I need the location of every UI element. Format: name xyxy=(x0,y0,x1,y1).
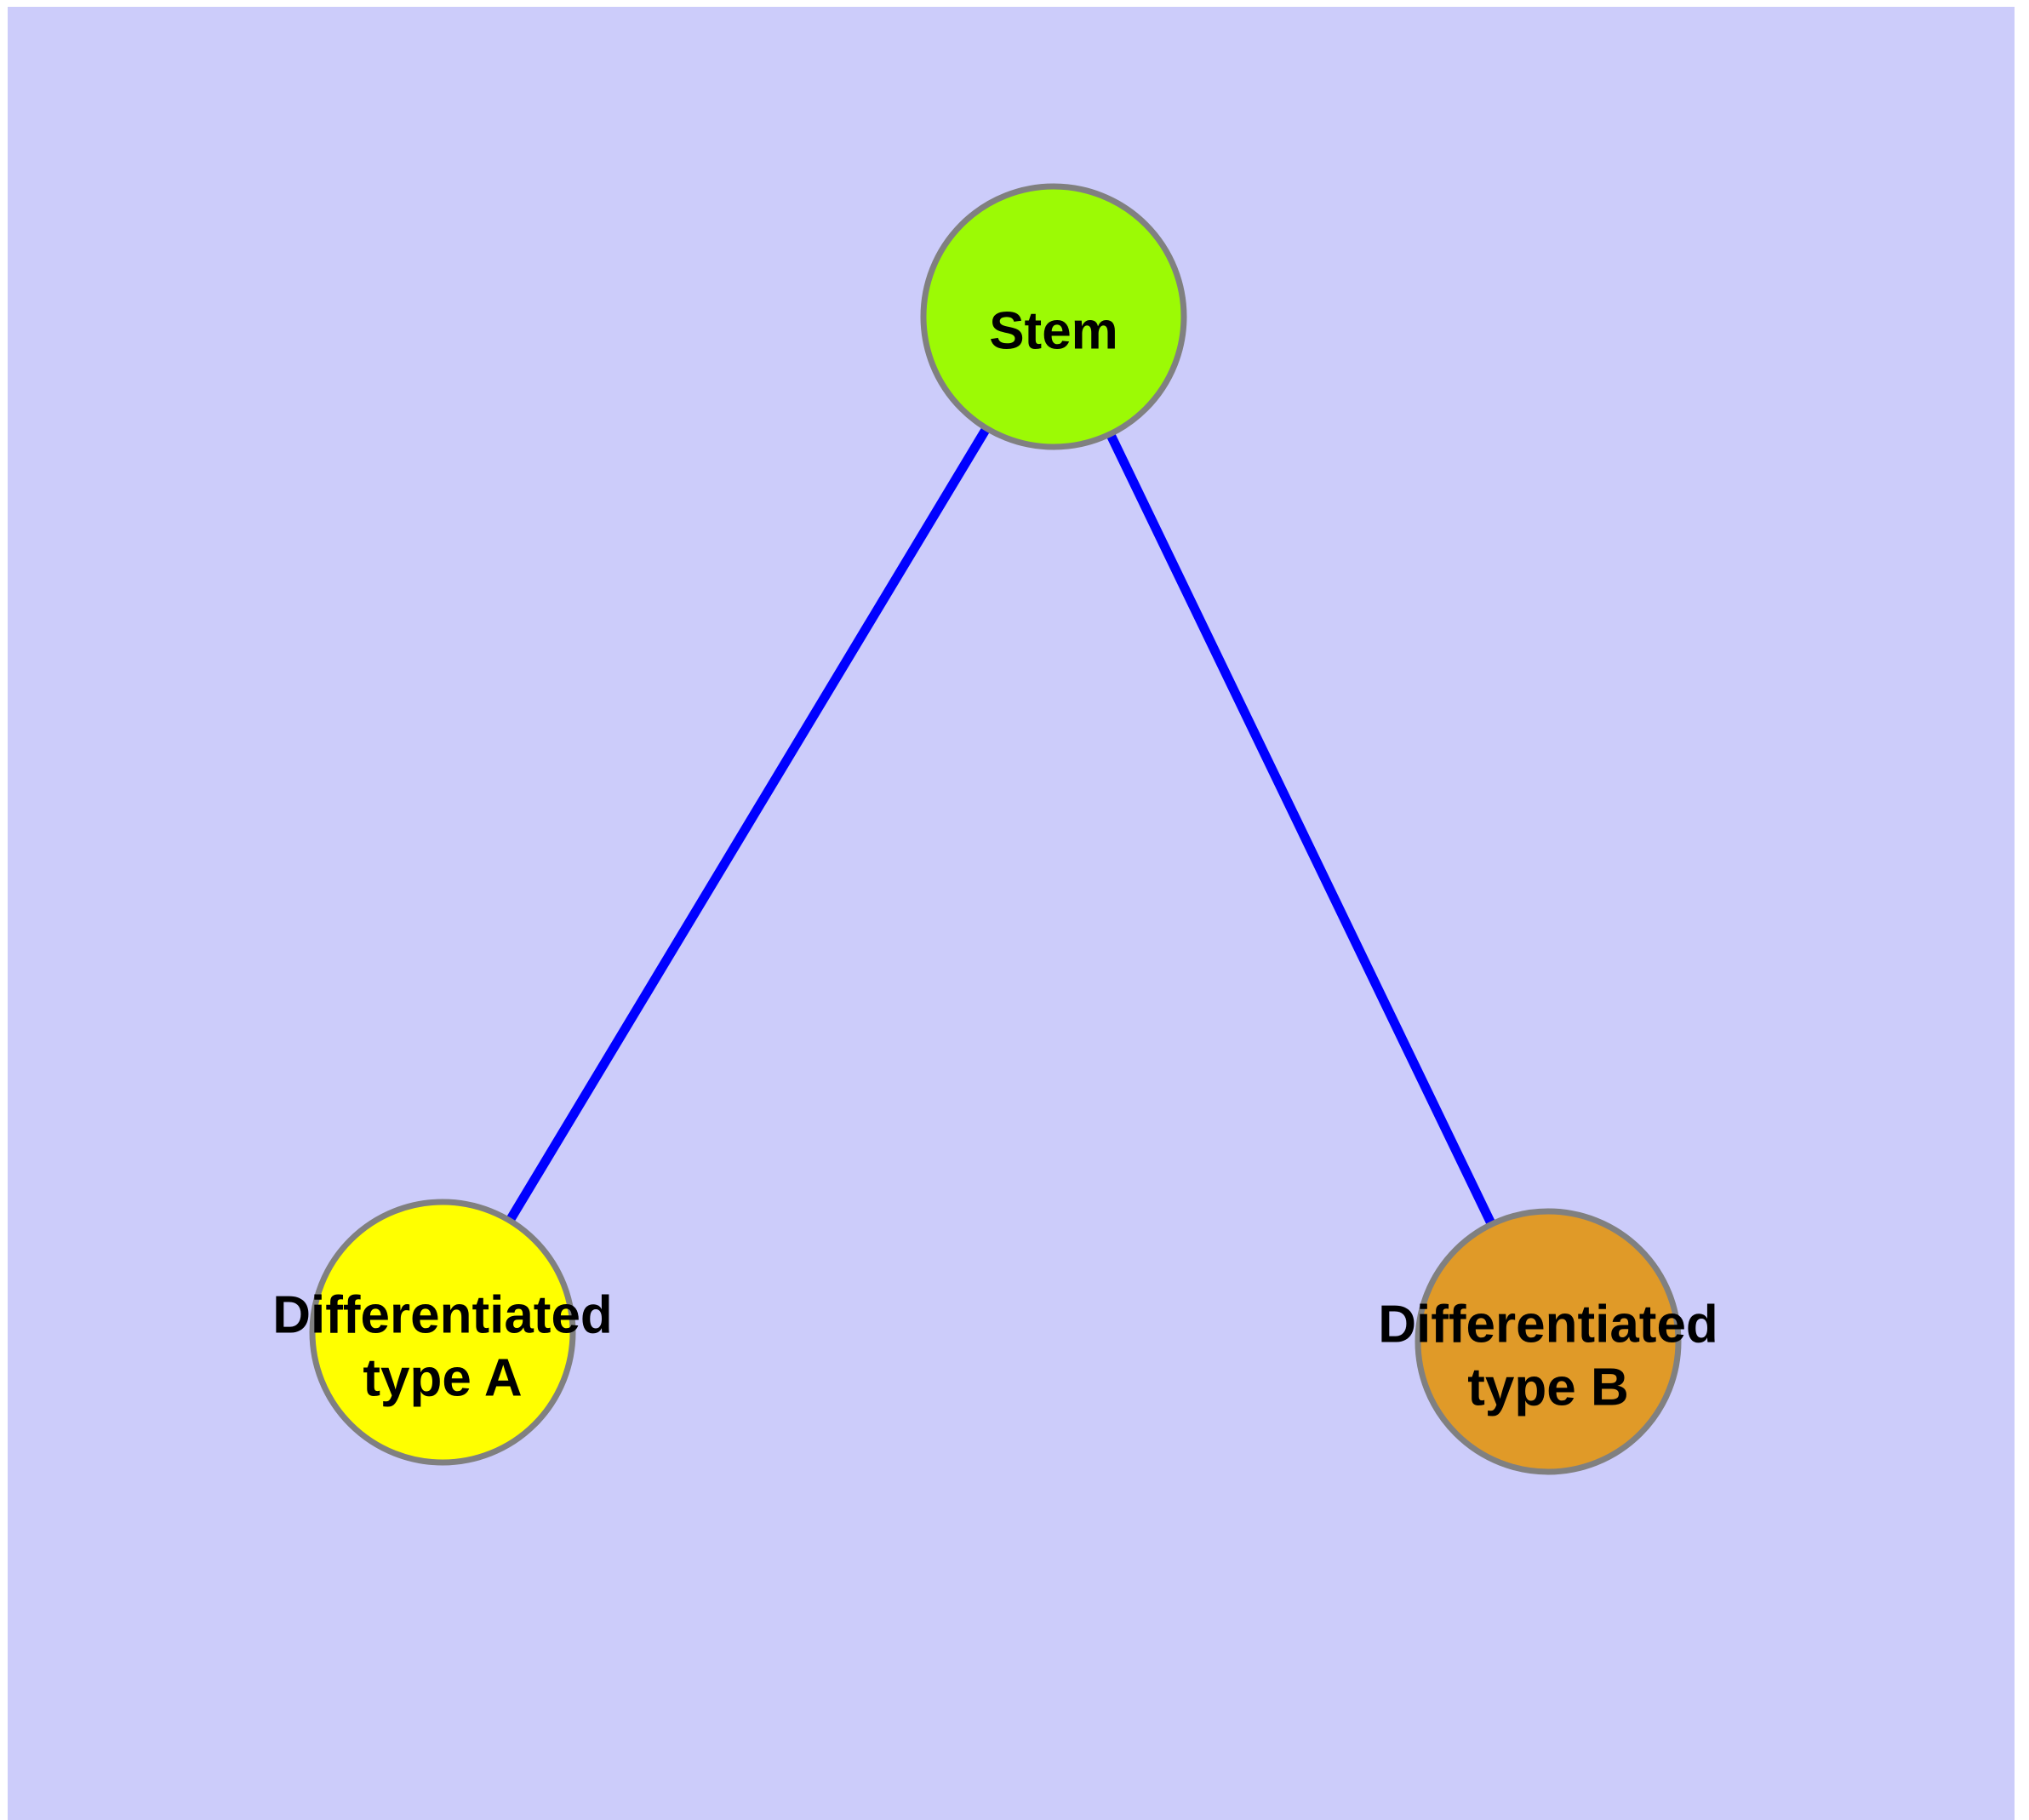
graph-edge xyxy=(1049,314,1552,1344)
graph-node-stem[interactable] xyxy=(920,183,1187,450)
graph-node-label-stem: Stem xyxy=(989,302,1118,361)
label-line: Differentiated xyxy=(1378,1296,1718,1354)
nodes-layer xyxy=(309,183,1682,1475)
label-line: type B xyxy=(1467,1359,1628,1417)
graph-node-diff_a[interactable] xyxy=(309,1199,576,1466)
label-line: Differentiated xyxy=(272,1286,613,1345)
edges-layer xyxy=(438,314,1552,1344)
graph-node-diff_b[interactable] xyxy=(1415,1208,1682,1475)
label-line: Stem xyxy=(989,302,1118,361)
label-line: type A xyxy=(363,1349,522,1408)
graph-edge xyxy=(438,314,1058,1335)
